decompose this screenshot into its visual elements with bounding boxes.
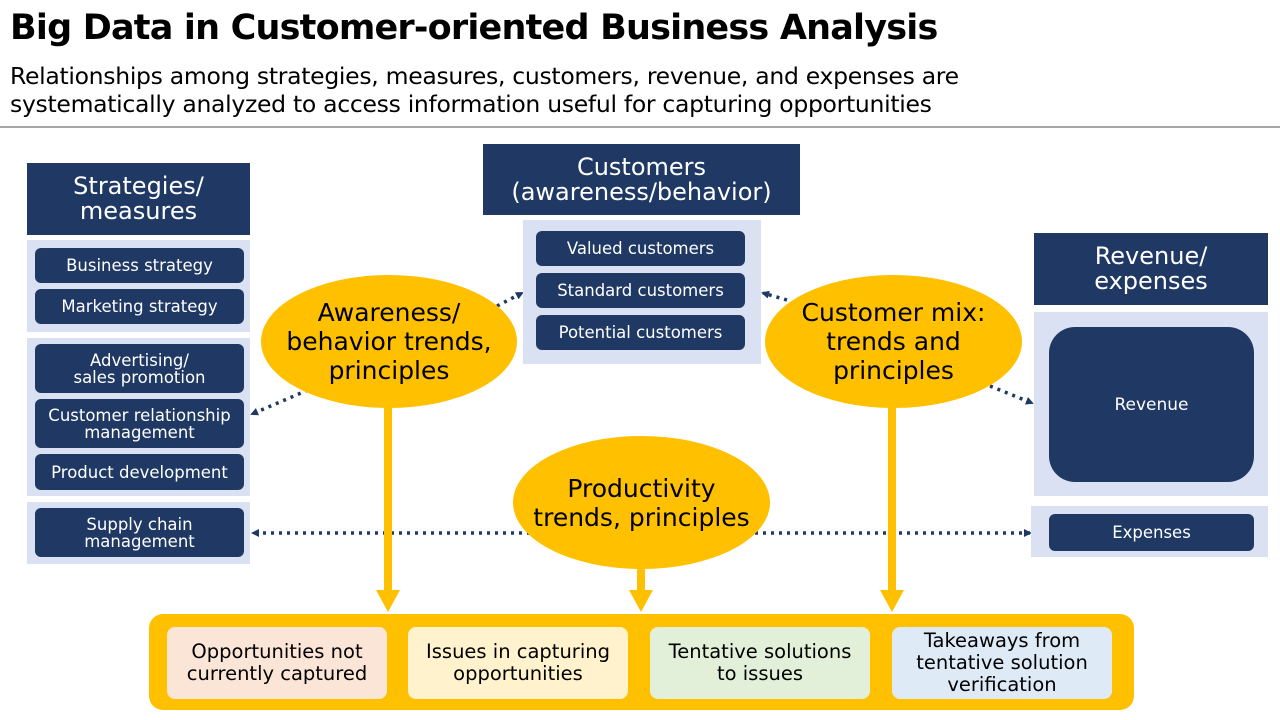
standard-customers-box: Standard customers: [536, 273, 745, 308]
valued-customers-box: Valued customers: [536, 231, 745, 266]
revenue-header-line-1: Revenue/: [1094, 242, 1208, 270]
customers-header: Customers (awareness/behavior): [483, 144, 800, 215]
customers-header-line-2: (awareness/behavior): [511, 177, 772, 206]
connector-mix-to-revenue: [989, 384, 1034, 405]
subtitle-line-2: systematically analyzed to access inform…: [10, 90, 932, 118]
arrow-mix-head: [880, 590, 904, 612]
mix-line-2: trends and: [826, 327, 961, 356]
revenue-header: Revenue/ expenses: [1034, 233, 1268, 305]
customers-header-line-1: Customers: [576, 152, 707, 181]
outcome-line-2: tentative solution: [916, 651, 1088, 674]
product-development-box: Product development: [35, 454, 244, 490]
outcome-line-1: Takeaways from: [923, 629, 1081, 652]
arrow-awareness-shaft: [384, 395, 392, 591]
awareness-line-1: Awareness/: [317, 298, 461, 327]
subtitle-line-1: Relationships among strategies, measures…: [10, 62, 959, 90]
revenue-header-line-2: expenses: [1094, 267, 1208, 295]
header-divider: [0, 126, 1280, 128]
outcome-line-3: verification: [947, 673, 1057, 696]
productivity-line-2: trends, principles: [533, 502, 750, 532]
revenue-box: Revenue: [1049, 327, 1254, 482]
outcome-line-1: Tentative solutions: [668, 640, 852, 663]
mix-line-1: Customer mix:: [801, 298, 986, 327]
productivity-ellipse: Productivity trends, principles: [513, 436, 770, 569]
advertising-box: Advertising/ sales promotion: [35, 344, 244, 393]
supply-chain-line-2: management: [84, 531, 195, 551]
mix-line-3: principles: [833, 356, 954, 385]
crm-line-2: management: [84, 422, 195, 442]
marketing-strategy-box: Marketing strategy: [35, 289, 244, 324]
connector-awareness-to-customers: [496, 291, 524, 308]
crm-box: Customer relationship management: [35, 399, 244, 448]
crm-line-1: Customer relationship: [48, 405, 231, 425]
strategies-header-line-2: measures: [79, 197, 198, 225]
outcome-line-2: currently captured: [186, 662, 368, 685]
supply-chain-line-1: Supply chain: [86, 514, 193, 534]
page-title: Big Data in Customer-oriented Business A…: [10, 8, 938, 48]
expenses-box: Expenses: [1049, 514, 1254, 551]
arrow-productivity-head: [629, 590, 653, 612]
potential-customers-box: Potential customers: [536, 315, 745, 350]
arrow-productivity-shaft: [637, 555, 645, 591]
supply-chain-box: Supply chain management: [35, 508, 244, 557]
connector-awareness-to-strategies: [250, 388, 309, 416]
awareness-ellipse: Awareness/ behavior trends, principles: [261, 275, 517, 408]
connector-mix-to-customers: [761, 290, 788, 302]
customer-mix-ellipse: Customer mix: trends and principles: [765, 275, 1022, 408]
outcome-card-solutions: Tentative solutions to issues: [650, 627, 870, 699]
awareness-line-3: principles: [328, 356, 450, 385]
outcome-line-1: Opportunities not: [191, 640, 363, 663]
outcome-card-opportunities: Opportunities not currently captured: [167, 627, 387, 699]
arrow-awareness-head: [376, 590, 400, 612]
awareness-line-2: behavior trends,: [286, 327, 492, 356]
outcome-card-issues: Issues in capturing opportunities: [408, 627, 628, 699]
outcome-line-2: to issues: [716, 662, 804, 685]
outcome-line-2: opportunities: [453, 662, 583, 685]
outcome-card-takeaways: Takeaways from tentative solution verifi…: [892, 627, 1112, 699]
productivity-line-1: Productivity: [567, 473, 716, 503]
business-strategy-box: Business strategy: [35, 248, 244, 283]
arrow-mix-shaft: [888, 400, 896, 591]
advertising-line-1: Advertising/: [90, 350, 189, 370]
outcome-line-1: Issues in capturing: [426, 640, 610, 663]
strategies-header-line-1: Strategies/: [73, 172, 204, 200]
advertising-line-2: sales promotion: [73, 367, 206, 387]
strategies-header: Strategies/ measures: [27, 163, 250, 235]
page-subtitle: Relationships among strategies, measures…: [10, 62, 959, 118]
